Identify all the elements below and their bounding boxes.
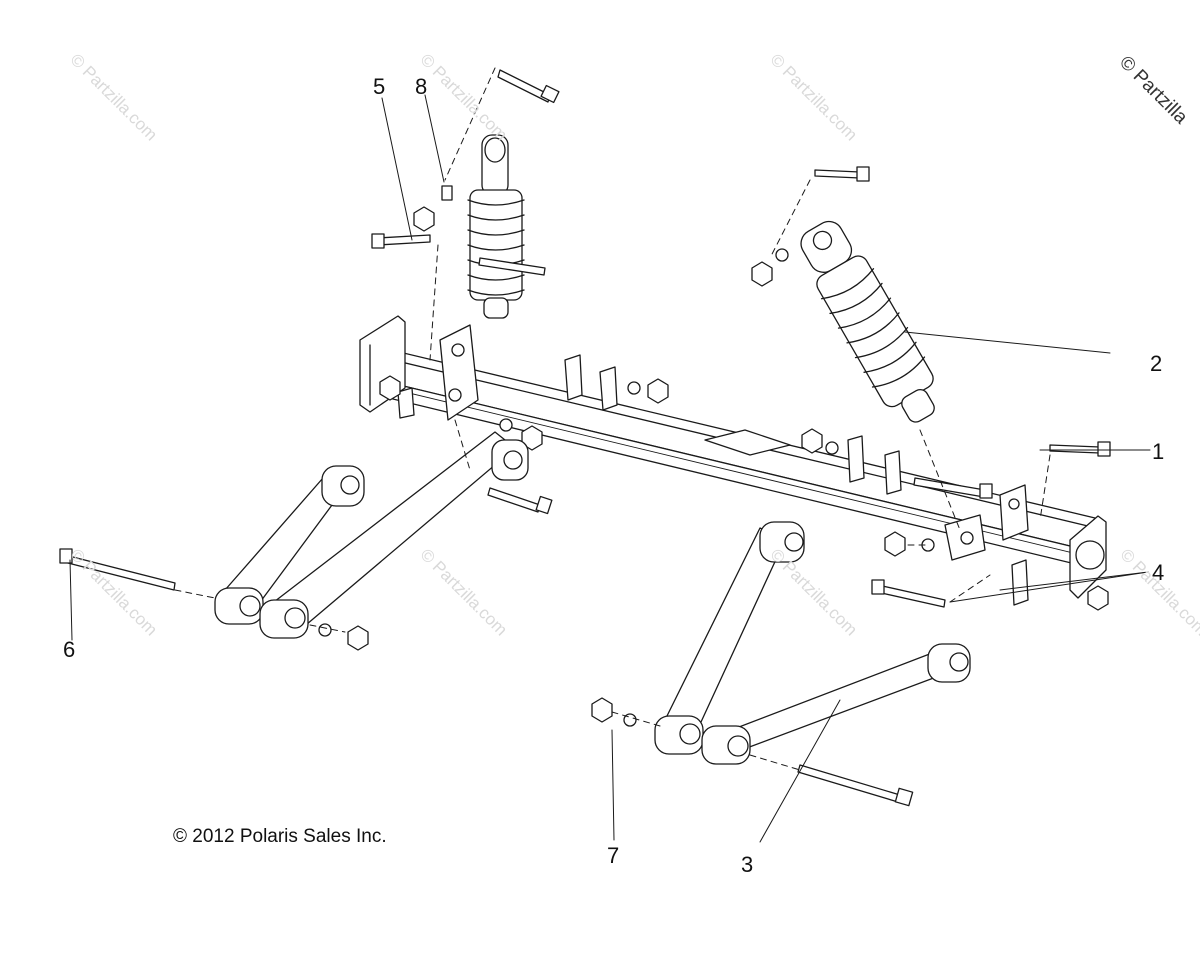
- callout-7: 7: [607, 843, 620, 868]
- left-shock: [467, 134, 525, 319]
- nuts-washers: [318, 185, 1109, 727]
- callout-5: 5: [373, 74, 386, 99]
- callout-2: 2: [1150, 351, 1163, 376]
- callout-1: 1: [1152, 439, 1165, 464]
- copyright-notice: © 2012 Polaris Sales Inc.: [173, 826, 387, 847]
- callout-6: 6: [63, 637, 76, 662]
- right-shock: [800, 220, 935, 423]
- leader-lines: [69, 67, 1151, 843]
- callout-8: 8: [415, 74, 428, 99]
- rail-brackets: [397, 324, 1029, 606]
- left-a-arm: [214, 431, 529, 639]
- bolts: [59, 69, 1111, 807]
- callout-3: 3: [741, 852, 754, 877]
- cross-shaft: [359, 315, 1107, 599]
- callout-4: 4: [1152, 560, 1165, 585]
- right-a-arm: [654, 521, 971, 765]
